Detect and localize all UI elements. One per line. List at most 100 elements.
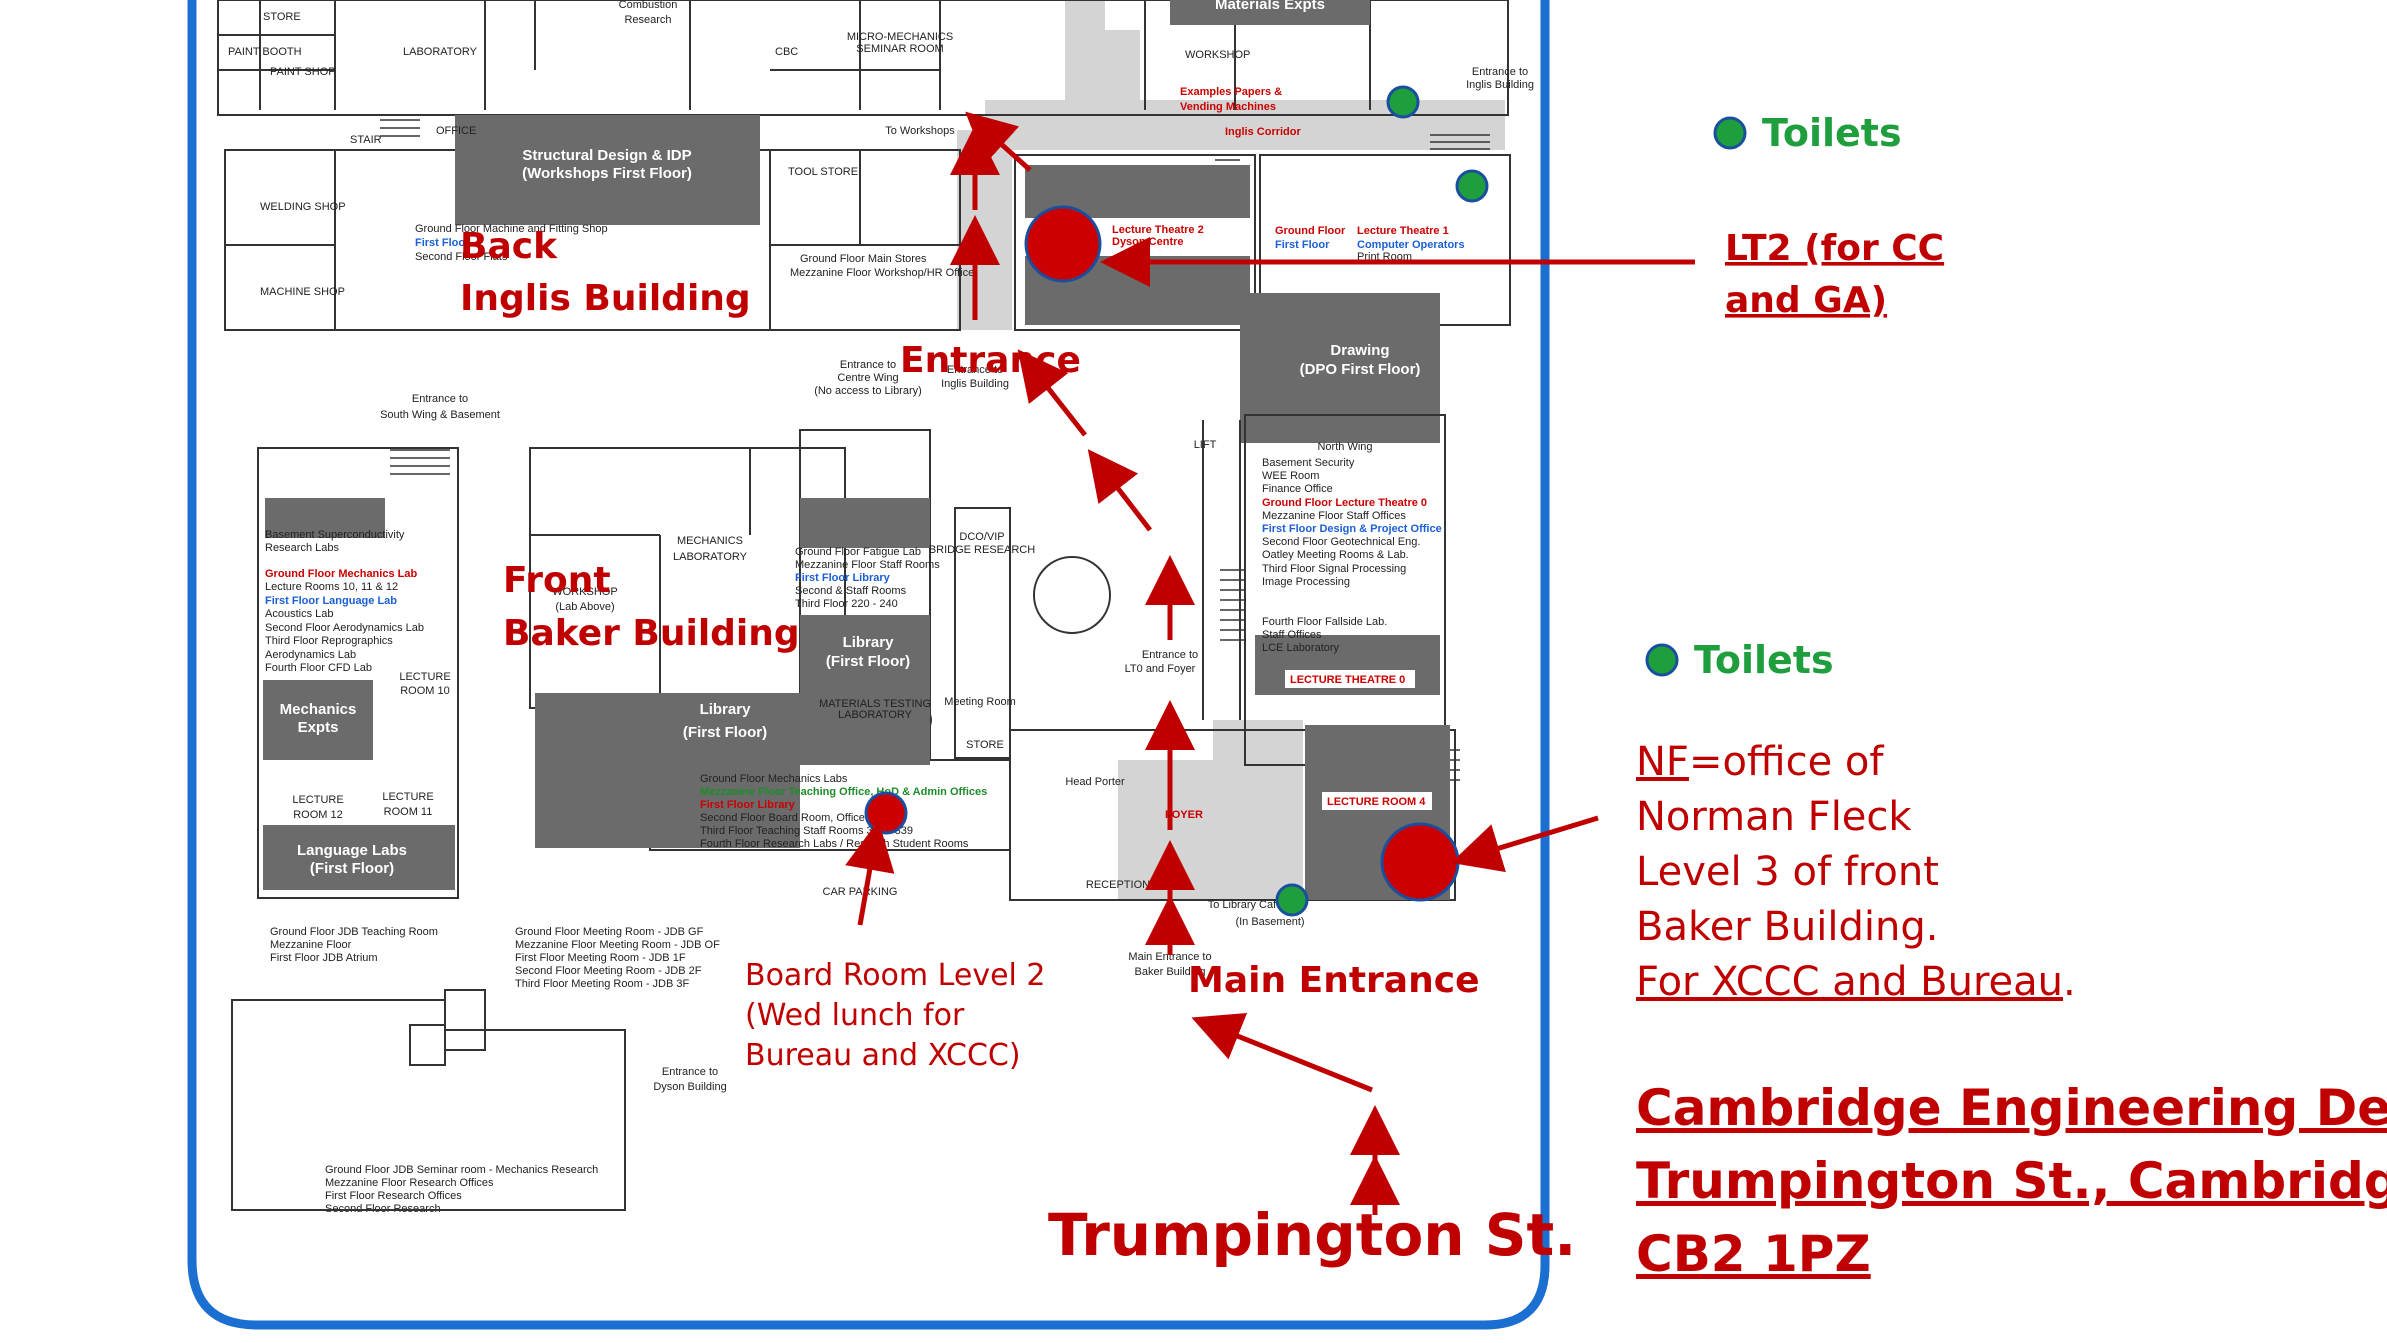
svg-text:Fourth Floor Research Labs: Fourth Floor Research Labs / Reseach Stu…: [700, 838, 969, 850]
paint-booth-label: PAINT BOOTH: [228, 46, 302, 58]
head-porter-label: Head Porter: [1065, 776, 1125, 788]
toilet-marker-1: [1386, 85, 1420, 119]
materials-testing-sub: LABORATORY: [838, 709, 913, 721]
baker-building-label: Baker Building: [503, 613, 800, 654]
svg-text:Fourth Floor CFD Lab: Fourth Floor CFD Lab: [265, 662, 372, 674]
svg-text:Acoustics Lab: Acoustics Lab: [265, 608, 333, 620]
svg-text:Ground Floor JDB Seminar r: Ground Floor JDB Seminar room - Mechanic…: [325, 1164, 598, 1176]
toilet-marker-2: [1455, 169, 1489, 203]
paint-shop-label: PAINT SHOP: [270, 66, 336, 78]
svg-text:Staff Offices: Staff Offices: [1262, 629, 1322, 641]
to-workshops-label: To Workshops: [885, 125, 955, 137]
entrance-centre-label: Entrance to: [840, 359, 896, 371]
trumpington-st-label: Trumpington St.: [1048, 1201, 1576, 1269]
board-room-marker: [864, 791, 908, 835]
micro-mech-label: MICRO-MECHANICS: [847, 31, 953, 43]
entrance-inglis2-sub: Inglis Building: [941, 378, 1009, 390]
structural-design-sub: (Workshops First Floor): [522, 165, 692, 182]
svg-text:First Floor Meeting Room: First Floor Meeting Room - JDB 1F: [515, 952, 686, 964]
svg-text:First Floor Library: First Floor Library: [795, 572, 891, 584]
combustion-sub: Research: [624, 14, 671, 26]
inglis-building-plan: [217, 0, 1511, 331]
board-room-line1: Board Room Level 2: [745, 958, 1045, 993]
address-line1: Cambridge Engineering Dept.: [1636, 1079, 2387, 1137]
lt1-ground-info: Ground Floor: [1275, 225, 1346, 237]
reception-label: RECEPTION: [1086, 879, 1150, 891]
entrance-lt0-label: Entrance to: [1142, 649, 1198, 661]
welding-shop-label: WELDING SHOP: [260, 201, 346, 213]
svg-text:Aerodynamics Lab: Aerodynamics Lab: [265, 649, 356, 661]
language-labs-label: Language Labs: [297, 842, 407, 859]
lt1-first-info: First Floor: [1275, 239, 1330, 251]
centre-wing-floor-list: Ground Floor Fatigue Lab Mezzanine Floor…: [795, 546, 940, 610]
toilets-legend-mid: Toilets: [1694, 638, 1834, 682]
main-entrance-baker-label: Main Entrance to: [1128, 951, 1211, 963]
board-room-line2: (Wed lunch for: [745, 998, 965, 1033]
lt2-marker: [1024, 205, 1102, 283]
materials-testing-label: MATERIALS TESTING: [819, 698, 931, 710]
entrance-inglis-label: Entrance to: [1472, 66, 1528, 78]
entrance-south-sub: South Wing & Basement: [380, 409, 500, 421]
entrance-centre-sub: Centre Wing: [837, 372, 898, 384]
lt1-a-info: Lecture Theatre 1: [1357, 225, 1449, 237]
map-frame: [187, 0, 1550, 1330]
tool-store-label: TOOL STORE: [788, 166, 858, 178]
nf-annotation-line3: Level 3 of front: [1636, 849, 1939, 895]
mechanics-lab-sub: LABORATORY: [673, 551, 748, 563]
svg-text:Ground Floor Lecture Theatr: Ground Floor Lecture Theatre 0: [1262, 497, 1427, 509]
materials-expts-block: [1170, 0, 1370, 25]
lecture-room-11-sub: ROOM 11: [384, 806, 433, 818]
svg-text:Second Floor Board Room, O: Second Floor Board Room, Offices: [700, 812, 871, 824]
svg-text:Ground Floor JDB Teaching: Ground Floor JDB Teaching Room: [270, 926, 438, 938]
store-label: STORE: [263, 11, 301, 23]
dyson-building-plan: [231, 989, 626, 1211]
entrance-lt0-sub: LT0 and Foyer: [1125, 663, 1196, 675]
inglis-first-info: First Floor: [415, 237, 470, 249]
entrance-dyson-sub: Dyson Building: [653, 1081, 726, 1093]
mechanics-expts-sub: Expts: [298, 719, 339, 736]
svg-text:Ground Floor Meeting Room: Ground Floor Meeting Room - JDB GF: [515, 926, 704, 938]
entrance-centre-sub2: (No access to Library): [814, 385, 922, 397]
drawing-sub: (DPO First Floor): [1300, 361, 1421, 378]
main-entrance-baker-sub: Baker Building: [1135, 966, 1206, 978]
svg-text:WEE Room: WEE Room: [1262, 470, 1319, 482]
stores-mezz-info: Mezzanine Floor Workshop/HR Office: [790, 267, 974, 279]
svg-text:Third Floor 220 - 240: Third Floor 220 - 240: [795, 598, 898, 610]
library-first-block: [800, 615, 930, 765]
svg-text:Mezzanine Floor Teaching Offi: Mezzanine Floor Teaching Office, HoD & A…: [700, 786, 987, 798]
examples-papers-label: Examples Papers &: [1180, 86, 1282, 98]
svg-text:First Floor Design & Proje: First Floor Design & Project Office: [1262, 523, 1442, 535]
svg-text:LCE Laboratory: LCE Laboratory: [1262, 642, 1340, 654]
drawing-block: [1240, 293, 1440, 443]
nf-annotation-line2: Norman Fleck: [1636, 794, 1912, 840]
library-main-label: Library: [700, 701, 752, 718]
svg-text:First Floor JDB Atrium: First Floor JDB Atrium: [270, 952, 378, 964]
structural-design-label: Structural Design & IDP: [522, 147, 691, 164]
to-library-label: To Library Cafe: [1208, 899, 1283, 911]
lecture-room-12-label: LECTURE: [292, 794, 343, 806]
svg-text:Finance Office: Finance Office: [1262, 483, 1333, 495]
stair-label: STAIR: [350, 134, 382, 146]
svg-text:Lecture Rooms 10, 11 & 12: Lecture Rooms 10, 11 & 12: [265, 581, 398, 593]
svg-text:Mezzanine Floor Staff Rooms: Mezzanine Floor Staff Rooms: [795, 559, 940, 571]
inglis-corridor-label: Inglis Corridor: [1225, 126, 1302, 138]
office-label: OFFICE: [436, 125, 476, 137]
svg-text:Mezzanine Floor Meeting Room: Mezzanine Floor Meeting Room - JDB OF: [515, 939, 720, 951]
main-entrance-label: Main Entrance: [1188, 960, 1479, 1001]
svg-text:Second & Staff Rooms: Second & Staff Rooms: [795, 585, 907, 597]
svg-text:Second Floor Meeting Room: Second Floor Meeting Room - JDB 2F: [515, 965, 702, 977]
svg-text:Second Floor Aerodynamics Lab: Second Floor Aerodynamics Lab: [265, 622, 424, 634]
language-labs-block: [263, 825, 455, 890]
store2-label: STORE: [966, 739, 1004, 751]
svg-text:Third Floor Reprographics: Third Floor Reprographics: [265, 635, 393, 647]
toilets-legend-marker-top: [1713, 116, 1747, 150]
svg-text:First Floor Research Offi: First Floor Research Offices: [325, 1190, 462, 1202]
mechanics-expts-block: [263, 680, 373, 760]
svg-text:Image Processing: Image Processing: [1262, 576, 1350, 588]
mechanics-expts-label: Mechanics: [280, 701, 357, 718]
nf-annotation-line4: Baker Building.: [1636, 904, 1938, 950]
car-parking-label: CAR PARKING: [823, 886, 898, 898]
materials-expts-label: Materials Expts: [1215, 0, 1325, 13]
address-line3: CB2 1PZ: [1636, 1225, 1871, 1283]
